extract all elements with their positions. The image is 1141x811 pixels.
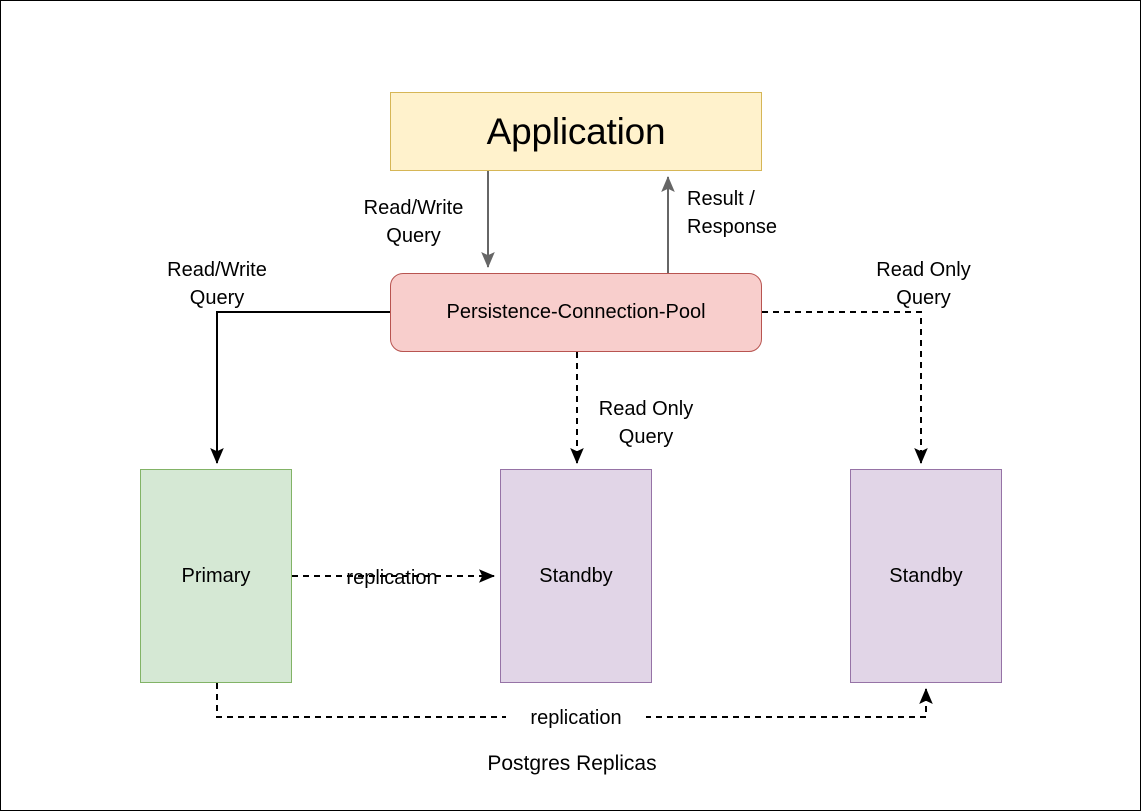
node-connection-pool-label: Persistence-Connection-Pool xyxy=(446,301,706,323)
edge-label-app-to-pool: Read/Write Query xyxy=(363,197,464,247)
edge-label-pool-to-standby-right: Read Only Query xyxy=(876,259,971,309)
node-application[interactable]: Application xyxy=(390,92,762,171)
edge-label-pool-to-primary: Read/Write Query xyxy=(167,259,267,309)
node-primary[interactable]: Primary xyxy=(140,469,292,683)
edge-pool-to-standby-right xyxy=(762,311,928,464)
diagram-footer-label: Postgres Replicas xyxy=(487,752,657,775)
edge-pool-to-primary xyxy=(210,311,390,464)
node-application-label: Application xyxy=(486,110,666,152)
edge-label-pool-to-standby-middle: Read Only Query xyxy=(598,398,694,448)
node-standby-right-label: Standby xyxy=(889,564,963,587)
node-standby-middle[interactable]: Standby xyxy=(500,469,652,683)
node-connection-pool[interactable]: Persistence-Connection-Pool xyxy=(390,273,762,352)
node-standby-middle-label: Standby xyxy=(539,564,613,587)
edge-label-replication-middle: replication xyxy=(346,567,438,589)
node-primary-label: Primary xyxy=(181,564,251,587)
edge-label-replication-bottom: replication xyxy=(506,704,646,732)
node-standby-right[interactable]: Standby xyxy=(850,469,1002,683)
edge-label-pool-to-app: Result / Response xyxy=(687,188,778,238)
